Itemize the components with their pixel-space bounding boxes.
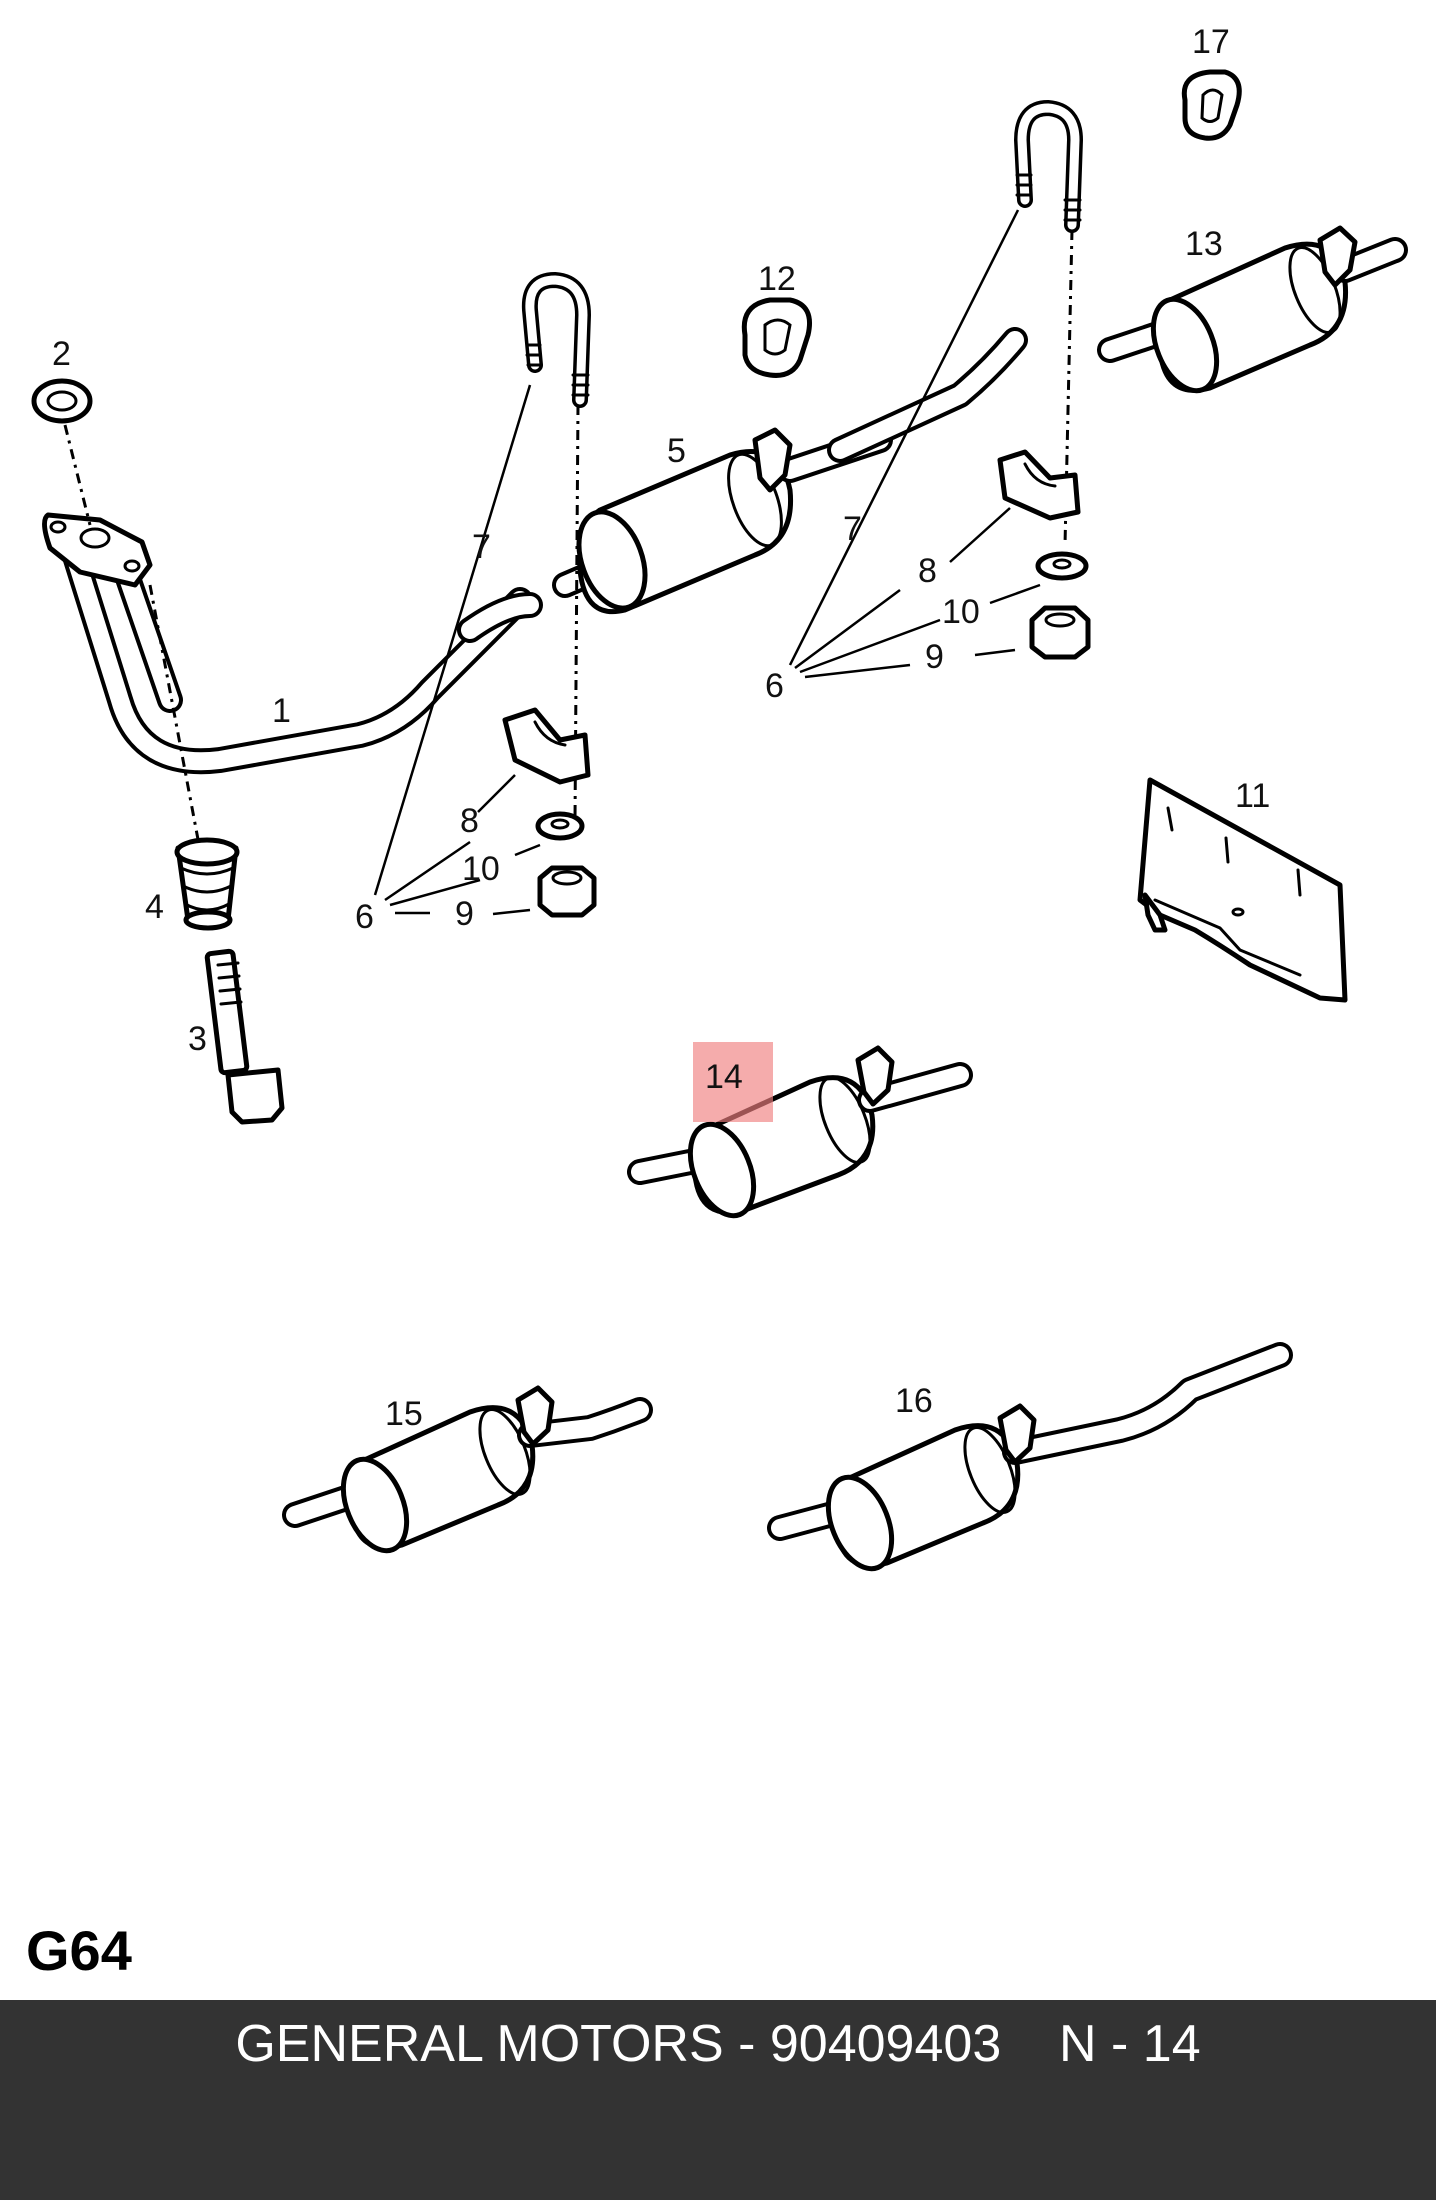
highlight-box xyxy=(693,1042,773,1122)
callout-14: 14 xyxy=(705,1058,743,1096)
callout-10-right: 10 xyxy=(942,593,980,631)
washer-part-10-right[interactable] xyxy=(1035,551,1089,581)
nut-part-9-right[interactable] xyxy=(1029,605,1091,660)
callout-2: 2 xyxy=(52,335,71,373)
callout-15: 15 xyxy=(385,1395,423,1433)
callout-12: 12 xyxy=(758,260,796,298)
footer-gap xyxy=(1001,2015,1059,2073)
u-bolt-part-7-right[interactable] xyxy=(1013,99,1084,233)
pipe-bend-part-1[interactable] xyxy=(457,592,543,643)
gasket-part-2[interactable] xyxy=(31,378,93,424)
callout-13: 13 xyxy=(1185,225,1223,263)
callout-7-right: 7 xyxy=(843,510,862,548)
callout-3: 3 xyxy=(188,1020,207,1058)
leader-lines xyxy=(373,209,1041,916)
callout-11: 11 xyxy=(1235,777,1270,815)
callout-1: 1 xyxy=(272,692,291,730)
footer-separator: - xyxy=(723,2015,770,2073)
spring-part-4[interactable] xyxy=(174,837,240,931)
callout-5: 5 xyxy=(667,432,686,470)
clamp-part-8-left[interactable] xyxy=(502,707,591,785)
clamp-part-8-right[interactable] xyxy=(997,449,1081,521)
callout-6-right: 6 xyxy=(765,667,784,705)
footer-brand: GENERAL MOTORS xyxy=(235,2015,724,2073)
exhaust-system-diagram: 1 2 3 4 5 6 6 7 7 8 8 9 9 10 10 11 12 13… xyxy=(31,23,1408,1578)
rubber-mount-part-12[interactable] xyxy=(741,297,812,378)
callout-6-left: 6 xyxy=(355,898,374,936)
footer-position: N - 14 xyxy=(1059,2015,1201,2073)
footer-part-number: 90409403 xyxy=(769,2015,1002,2073)
page-code: G64 xyxy=(26,1919,132,1982)
callout-16: 16 xyxy=(895,1382,933,1420)
callout-17: 17 xyxy=(1192,23,1230,61)
center-pipe-part-5[interactable] xyxy=(827,327,1028,463)
nut-part-9-left[interactable] xyxy=(537,865,597,918)
rear-muffler-part-16[interactable] xyxy=(767,1342,1293,1578)
rear-muffler-part-14[interactable] xyxy=(627,1045,973,1225)
callout-8-left: 8 xyxy=(460,802,479,840)
front-pipe-part-1[interactable] xyxy=(42,512,533,775)
callout-8-right: 8 xyxy=(918,552,937,590)
callout-9-left: 9 xyxy=(455,895,474,933)
rear-muffler-part-15[interactable] xyxy=(282,1385,653,1560)
rear-muffler-part-13[interactable] xyxy=(1097,225,1408,400)
u-bolt-part-7-left[interactable] xyxy=(521,271,592,408)
heat-shield-part-11[interactable] xyxy=(1137,777,1348,1003)
footer-bar: GENERAL MOTORS - 90409403 N - 14 xyxy=(0,2000,1436,2200)
callout-7-left: 7 xyxy=(472,528,491,566)
callout-labels: 1 2 3 4 5 6 6 7 7 8 8 9 9 10 10 11 12 13… xyxy=(52,23,1270,1433)
rubber-mount-part-17[interactable] xyxy=(1181,69,1242,141)
callout-4: 4 xyxy=(145,888,164,926)
callout-10-left: 10 xyxy=(462,850,500,888)
washer-part-10-left[interactable] xyxy=(535,811,585,841)
callout-9-right: 9 xyxy=(925,638,944,676)
footer-caption: GENERAL MOTORS - 90409403 N - 14 xyxy=(0,2014,1436,2074)
bolt-part-3[interactable] xyxy=(204,948,285,1125)
